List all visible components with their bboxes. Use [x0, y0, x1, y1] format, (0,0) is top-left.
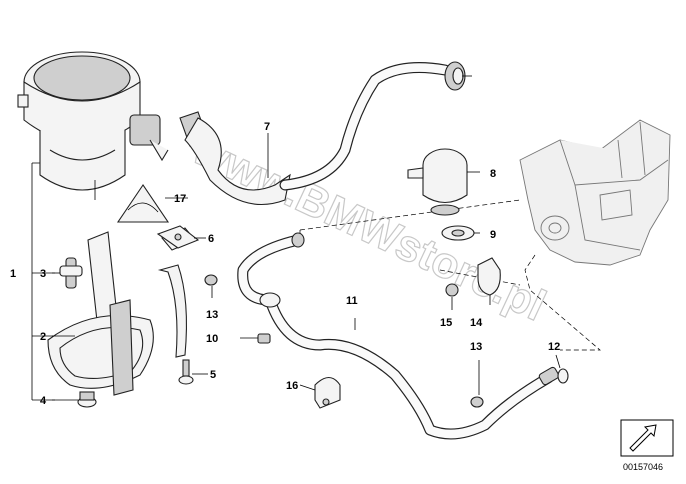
callout-12: 12 — [548, 341, 560, 353]
callouts: 1 2 3 4 5 6 7 8 9 10 11 12 13 13 14 15 1… — [10, 121, 560, 407]
callout-8: 8 — [490, 168, 496, 180]
callout-5: 5 — [210, 369, 216, 381]
air-pipe-lower — [237, 232, 560, 440]
callout-16: 16 — [286, 380, 298, 392]
clamp-16 — [299, 376, 341, 409]
callout-17: 17 — [174, 193, 186, 205]
gasket-9 — [441, 225, 480, 241]
nut-15 — [445, 283, 459, 310]
diagram-id: 00157046 — [623, 462, 663, 472]
gasket-plate — [156, 225, 206, 249]
callout-10: 10 — [206, 333, 218, 345]
callout-9: 9 — [490, 229, 496, 241]
o-ring-12 — [555, 354, 569, 384]
rubber-mount — [52, 257, 83, 289]
check-valve — [407, 148, 480, 216]
bolt-13-right — [470, 360, 484, 408]
callout-13-left: 13 — [206, 309, 218, 321]
arrow-icon — [629, 424, 657, 452]
callout-2: 2 — [40, 331, 46, 343]
callout-6: 6 — [208, 233, 214, 245]
callout-15: 15 — [440, 317, 452, 329]
callout-7: 7 — [264, 121, 270, 133]
engine-block — [519, 119, 671, 266]
callout-1: 1 — [10, 268, 16, 280]
identifier-badge: 00157046 — [620, 419, 674, 472]
nut — [52, 391, 97, 408]
callout-4: 4 — [40, 395, 47, 407]
callout-14: 14 — [470, 317, 483, 329]
bolt-13-left — [204, 274, 218, 298]
bolt-5 — [178, 359, 208, 385]
bushing-10 — [240, 333, 271, 344]
bracket-1 — [31, 162, 55, 401]
air-pipe-upper — [279, 61, 472, 191]
air-pump — [17, 51, 169, 200]
callout-13-right: 13 — [470, 341, 482, 353]
warning-label — [116, 184, 188, 223]
mounting-bracket — [47, 227, 196, 396]
callout-3: 3 — [40, 268, 46, 280]
callout-11: 11 — [346, 295, 358, 307]
watermark-text: www.BMWstore.pl — [185, 124, 553, 330]
clamp-14 — [477, 257, 501, 305]
